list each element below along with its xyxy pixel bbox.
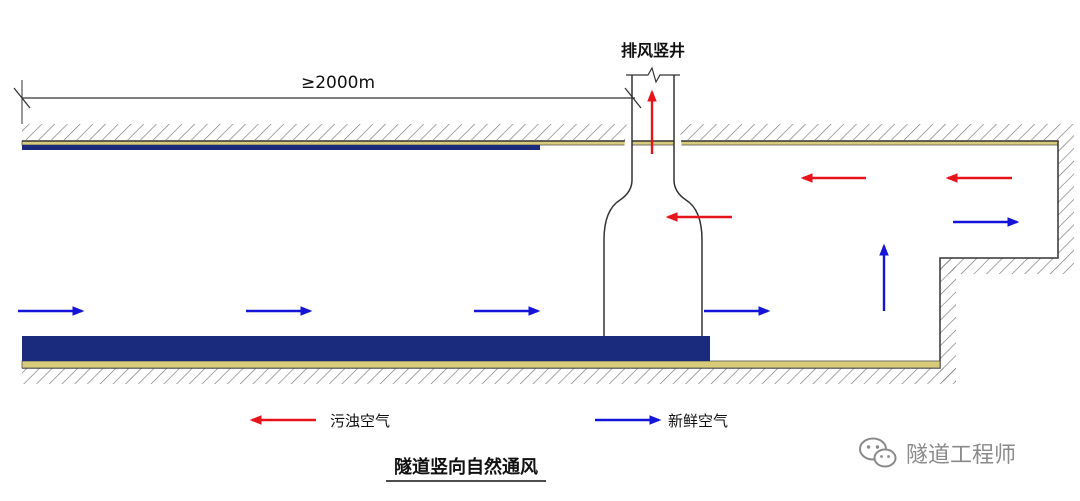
shaft-label: 排风竖井	[621, 41, 685, 60]
legend-polluted-label: 污浊空气	[330, 412, 390, 430]
upper-roadway	[22, 145, 540, 150]
ceiling-hatch-left	[22, 124, 632, 140]
shaft-break-mark	[626, 66, 680, 84]
step-wall-hatch	[940, 258, 956, 382]
wechat-icon	[859, 437, 897, 468]
ceiling-hatch-right	[674, 124, 1074, 140]
right-wall-hatch	[1058, 140, 1074, 258]
dimension-slash-left	[13, 87, 31, 109]
diagram-title: 隧道竖向自然通风	[394, 456, 538, 478]
legend-fresh-label: 新鲜空气	[668, 412, 728, 430]
step-hatch	[940, 258, 1074, 274]
dimension-slash-right	[624, 87, 642, 109]
exhaust-shaft-outline	[603, 75, 703, 336]
floor-hatch	[22, 368, 956, 384]
distance-label: ≥2000m	[301, 73, 375, 93]
watermark-text: 隧道工程师	[906, 443, 1017, 468]
lower-pavement	[21, 360, 941, 369]
lower-roadway	[22, 336, 710, 361]
watermark: 隧道工程师	[858, 436, 1016, 470]
tunnel-outline	[22, 140, 1059, 369]
